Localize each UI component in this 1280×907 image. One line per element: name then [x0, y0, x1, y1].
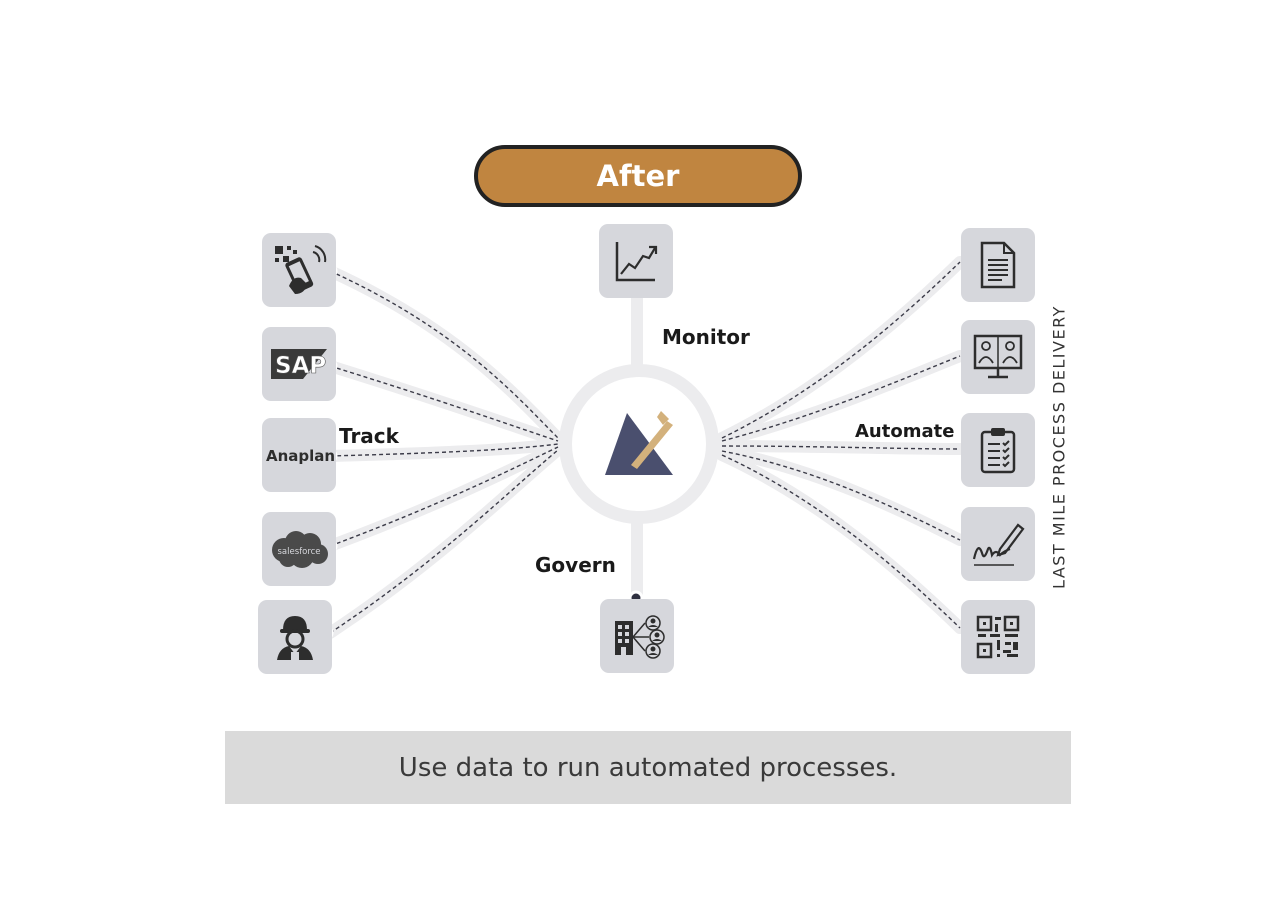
after-pill: After	[474, 145, 802, 207]
field-worker-icon	[277, 616, 313, 660]
signature-icon	[972, 523, 1025, 566]
govern-label: Govern	[535, 553, 616, 577]
track-label: Track	[339, 424, 399, 448]
target-node-clipboard	[961, 413, 1035, 487]
qr-phone-scan-icon	[275, 245, 327, 294]
salesforce-logo-icon: salesforce	[272, 531, 328, 568]
clipboard-checklist-icon	[980, 428, 1016, 474]
platform-logo-icon	[605, 411, 673, 475]
qr-code-icon	[976, 615, 1020, 659]
central-hub	[559, 364, 719, 524]
video-meeting-icon	[973, 334, 1023, 379]
sap-logo-icon: SAP	[271, 349, 327, 379]
document-icon	[980, 241, 1016, 289]
line-chart-icon	[615, 242, 658, 282]
automate-label: Automate	[855, 421, 955, 442]
source-node-qr-phone	[262, 233, 336, 307]
sap-logo-text: SAP	[275, 353, 326, 379]
caption-banner: Use data to run automated processes.	[225, 731, 1071, 804]
target-node-qr-code	[961, 600, 1035, 674]
monitor-label: Monitor	[662, 325, 750, 349]
target-node-document	[961, 228, 1035, 302]
monitor-node	[599, 224, 673, 298]
source-node-field-worker	[258, 600, 332, 674]
organization-users-icon	[615, 615, 665, 659]
source-node-sap: SAP	[262, 327, 336, 401]
anaplan-logo-icon: Anaplan	[266, 447, 334, 465]
anaplan-logo-text: Anaplan	[266, 447, 334, 465]
last-mile-process-delivery-label: LAST MILE PROCESS DELIVERY	[1049, 305, 1069, 589]
govern-node	[600, 599, 674, 673]
target-node-signature	[961, 507, 1035, 581]
salesforce-logo-text: salesforce	[277, 547, 320, 557]
source-node-salesforce: salesforce	[262, 512, 336, 586]
source-node-anaplan: Anaplan	[262, 418, 336, 492]
target-node-video-meeting	[961, 320, 1035, 394]
